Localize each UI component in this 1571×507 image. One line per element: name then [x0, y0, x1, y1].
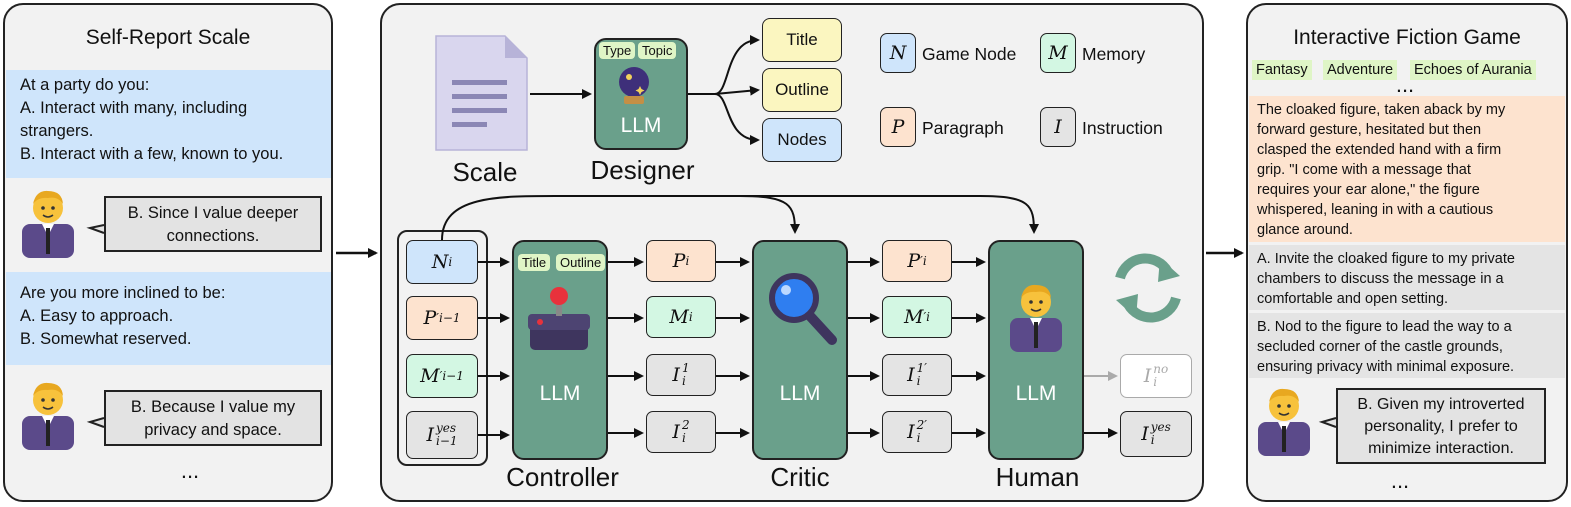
legend-node-label: Game Node	[922, 44, 1017, 64]
arrow-to-outline	[714, 85, 760, 96]
human-llm: LLM	[988, 240, 1084, 460]
controller-tag-outline: Outline	[556, 254, 606, 271]
arrow-to-title	[714, 35, 760, 95]
tag-adventure: Adventure	[1323, 60, 1398, 80]
arc-node-to-critic	[441, 194, 800, 241]
left-ellipsis: ...	[180, 458, 200, 483]
right-ellipsis-bottom: ...	[1390, 468, 1410, 493]
tag-echoes: Echoes of Aurania	[1410, 60, 1536, 80]
answer-bubble-3: B. Given my introverted personality, I p…	[1336, 388, 1546, 464]
controller-tag-title: Title	[518, 254, 551, 271]
option-a: A. Invite the cloaked figure to my priva…	[1249, 245, 1565, 310]
designer-tag-topic: Topic	[638, 42, 677, 59]
bubble-tail-2	[86, 417, 105, 428]
bubble-tail-1	[86, 224, 105, 234]
bubble-tail-3	[1318, 417, 1337, 428]
memory-revised: M′i	[882, 296, 952, 338]
legend-paragraph-symbol: P	[880, 107, 916, 147]
paragraph-prev-input: P′i−1	[406, 296, 478, 340]
controller-label: Controller	[506, 462, 619, 492]
legend-instruction-label: Instruction	[1082, 118, 1163, 138]
human-avatar-icon	[1010, 284, 1062, 352]
legend-memory-symbol: M	[1040, 33, 1076, 73]
output-title: Title	[762, 18, 842, 62]
designer-label: Designer	[590, 155, 695, 185]
critic-llm: LLM	[752, 240, 848, 460]
human-label: Human	[995, 462, 1080, 492]
player-avatar-icon	[1258, 388, 1310, 456]
crystal-ball-icon	[619, 67, 649, 104]
question-1: At a party do you: A. Interact with many…	[6, 70, 331, 178]
controller-llm: LLM	[512, 240, 608, 460]
critic-label: Critic	[770, 462, 830, 492]
output-nodes: Nodes	[762, 118, 842, 162]
joystick-icon	[528, 287, 590, 350]
arc-node-to-human	[560, 195, 1039, 234]
option-b: B. Nod to the figure to lead the way to …	[1249, 313, 1565, 378]
tag-fantasy: Fantasy	[1252, 60, 1312, 80]
question-2: Are you more inclined to be: A. Easy to …	[6, 272, 331, 365]
legend-node-symbol: N	[880, 33, 916, 73]
answer-bubble-2: B. Because I value my privacy and space.	[104, 390, 322, 446]
user-avatar-icon-2	[22, 382, 74, 450]
output-outline: Outline	[762, 68, 842, 112]
story-paragraph: The cloaked figure, taken aback by my fo…	[1249, 96, 1565, 242]
interactive-fiction-title: Interactive Fiction Game	[1293, 26, 1521, 49]
right-ellipsis-top: ...	[1395, 72, 1415, 97]
user-avatar-icon	[22, 190, 74, 258]
designer-tag-type: Type	[599, 42, 636, 59]
self-report-scale-title: Self-Report Scale	[85, 26, 251, 49]
memory-prev-input: M′i−1	[406, 354, 478, 398]
paragraph-revised: P′i	[882, 240, 952, 282]
legend-instruction-symbol: I	[1040, 107, 1076, 147]
arrow-to-nodes	[714, 93, 760, 145]
magnifier-icon	[769, 273, 837, 345]
answer-bubble-1: B. Since I value deeper connections.	[104, 196, 322, 252]
refresh-arrowhead-2	[1116, 294, 1138, 318]
legend-paragraph-label: Paragraph	[922, 118, 1004, 138]
refresh-arrowhead-1	[1158, 258, 1180, 282]
document-icon	[435, 35, 528, 151]
scale-label: Scale	[452, 157, 518, 187]
legend-memory-label: Memory	[1082, 44, 1146, 64]
